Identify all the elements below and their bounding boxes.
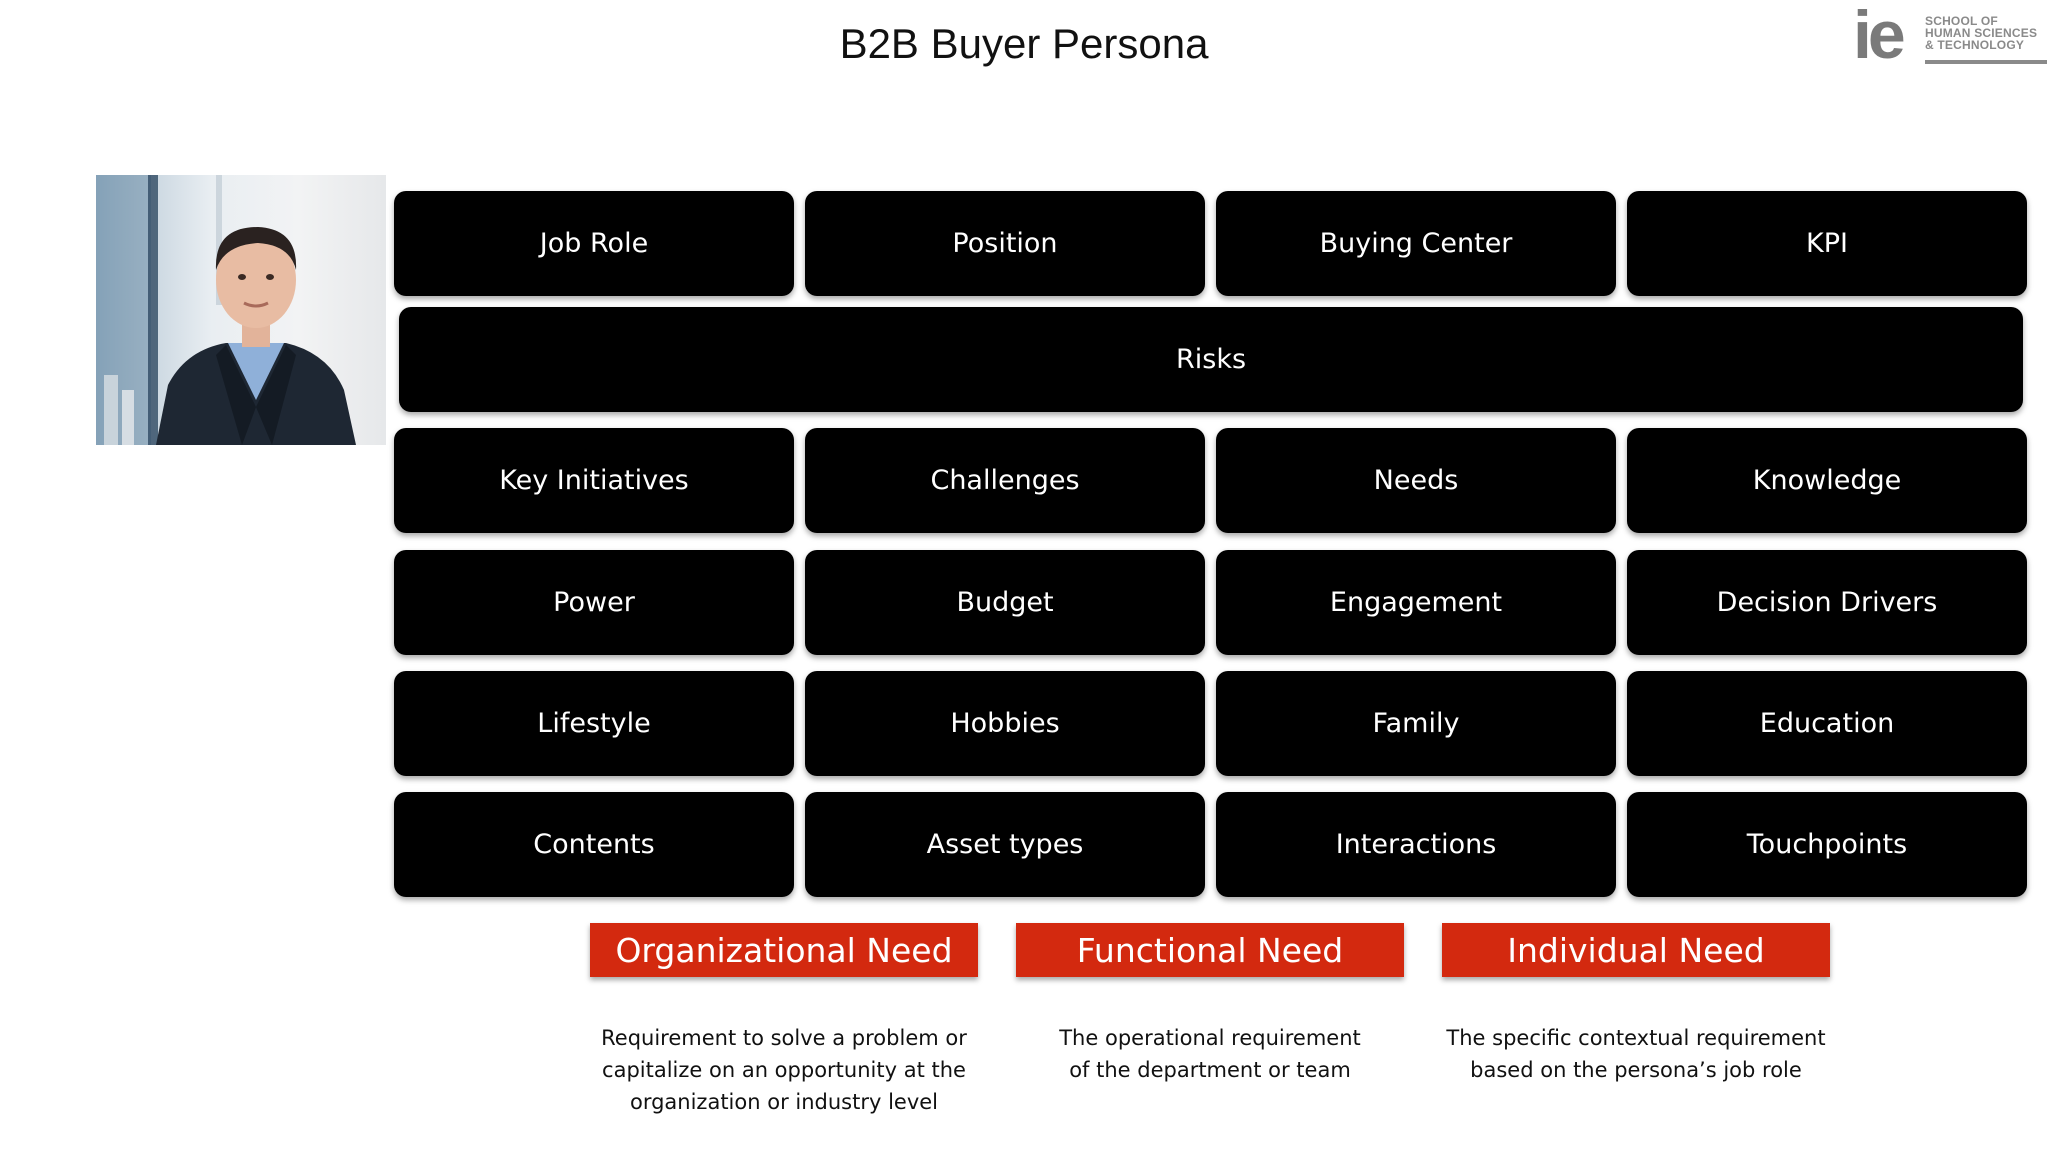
box-position: Position (805, 191, 1205, 296)
persona-photo (96, 175, 386, 445)
need-organizational-desc: Requirement to solve a problem or capita… (574, 1022, 994, 1118)
desc-line: The specific contextual requirement (1446, 1026, 1826, 1050)
desc-line: organization or industry level (629, 1090, 939, 1114)
desc-line: of the department or team (1069, 1058, 1351, 1082)
box-family: Family (1216, 671, 1616, 776)
box-interactions: Interactions (1216, 792, 1616, 897)
need-individual-desc: The specific contextual requirement base… (1426, 1022, 1846, 1086)
desc-line: Requirement to solve a problem or (601, 1026, 967, 1050)
desc-line: capitalize on an opportunity at the (602, 1058, 966, 1082)
logo-line-1: SCHOOL OF (1925, 14, 1998, 28)
box-budget: Budget (805, 550, 1205, 655)
need-functional-desc: The operational requirement of the depar… (1000, 1022, 1420, 1086)
box-education: Education (1627, 671, 2027, 776)
box-hobbies: Hobbies (805, 671, 1205, 776)
ie-logo: ie SCHOOL OF HUMAN SCIENCES & TECHNOLOGY (1853, 0, 2048, 73)
page-title: B2B Buyer Persona (839, 20, 1209, 67)
logo-mark: ie (1853, 0, 1906, 73)
box-decision-drivers: Decision Drivers (1627, 550, 2027, 655)
logo-text: SCHOOL OF HUMAN SCIENCES & TECHNOLOGY (1925, 15, 2037, 51)
persona-illustration (96, 175, 356, 445)
need-organizational: Organizational Need (590, 923, 978, 977)
need-individual: Individual Need (1442, 923, 1830, 977)
box-asset-types: Asset types (805, 792, 1205, 897)
box-risks: Risks (399, 307, 2023, 412)
box-knowledge: Knowledge (1627, 428, 2027, 533)
box-kpi: KPI (1627, 191, 2027, 296)
desc-line: based on the persona’s job role (1470, 1058, 1802, 1082)
logo-underline (1925, 60, 2047, 64)
box-touchpoints: Touchpoints (1627, 792, 2027, 897)
box-needs: Needs (1216, 428, 1616, 533)
box-engagement: Engagement (1216, 550, 1616, 655)
box-power: Power (394, 550, 794, 655)
box-challenges: Challenges (805, 428, 1205, 533)
box-key-initiatives: Key Initiatives (394, 428, 794, 533)
desc-line: The operational requirement (1059, 1026, 1361, 1050)
box-job-role: Job Role (394, 191, 794, 296)
box-contents: Contents (394, 792, 794, 897)
box-lifestyle: Lifestyle (394, 671, 794, 776)
box-buying-center: Buying Center (1216, 191, 1616, 296)
need-functional: Functional Need (1016, 923, 1404, 977)
logo-line-2: HUMAN SCIENCES (1925, 26, 2038, 40)
logo-line-3: & TECHNOLOGY (1925, 38, 2025, 52)
